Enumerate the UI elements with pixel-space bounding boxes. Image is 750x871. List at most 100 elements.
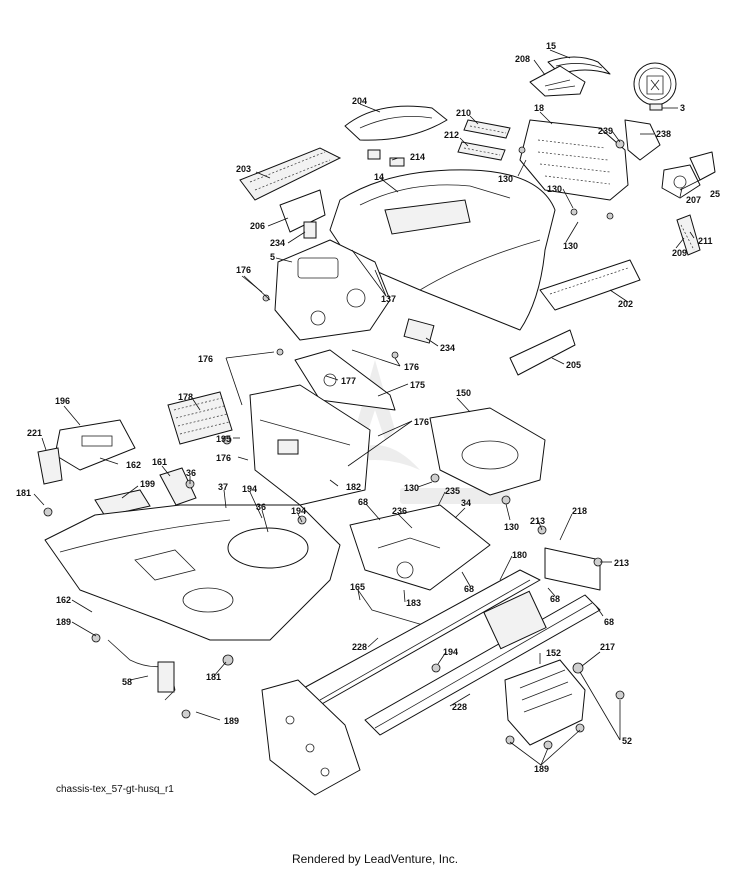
callout-176-c[interactable]: 176: [404, 362, 419, 372]
callout-211[interactable]: 211: [698, 236, 713, 246]
callout-178[interactable]: 178: [178, 392, 193, 402]
callout-212[interactable]: 212: [444, 130, 459, 140]
callout-181-a[interactable]: 181: [16, 488, 31, 498]
part-221-decal[interactable]: [37, 447, 63, 485]
callout-202[interactable]: 202: [618, 299, 633, 309]
callout-234-b[interactable]: 234: [440, 343, 455, 353]
callout-183[interactable]: 183: [406, 598, 421, 608]
callout-36-a[interactable]: 36: [186, 468, 196, 478]
part-152-battery-tray[interactable]: [504, 659, 586, 746]
part-238-headlight-cover[interactable]: [624, 119, 661, 161]
part-207-lens[interactable]: [661, 164, 701, 199]
callout-213-b[interactable]: 213: [614, 558, 629, 568]
callout-130-c[interactable]: 130: [563, 241, 578, 251]
callout-161[interactable]: 161: [152, 457, 167, 467]
part-fender-deck[interactable]: [44, 504, 341, 641]
callout-213-a[interactable]: 213: [530, 516, 545, 526]
callout-177[interactable]: 177: [341, 376, 356, 386]
callout-194-c[interactable]: 194: [443, 647, 458, 657]
callout-194-b[interactable]: 194: [291, 506, 306, 516]
callout-15[interactable]: 15: [546, 41, 556, 51]
callout-68-b[interactable]: 68: [550, 594, 560, 604]
callout-180[interactable]: 180: [512, 550, 527, 560]
part-25-cover[interactable]: [689, 151, 716, 181]
callout-162-b[interactable]: 162: [56, 595, 71, 605]
callout-68-a[interactable]: 68: [358, 497, 368, 507]
callout-130-b[interactable]: 130: [547, 184, 562, 194]
callout-5[interactable]: 5: [270, 252, 275, 262]
part-34-seat-plate[interactable]: [349, 504, 491, 591]
callout-228-a[interactable]: 228: [352, 642, 367, 652]
part-14-hood[interactable]: [329, 169, 556, 331]
part-58-harness[interactable]: [107, 639, 176, 701]
callout-176-e[interactable]: 176: [216, 453, 231, 463]
part-182-console[interactable]: [249, 384, 371, 506]
callout-52[interactable]: 52: [622, 736, 632, 746]
callout-210[interactable]: 210: [456, 108, 471, 118]
callout-18[interactable]: 18: [534, 103, 544, 113]
part-165-rod[interactable]: [357, 589, 441, 631]
part-204-hood-panel[interactable]: [344, 105, 448, 141]
callout-217[interactable]: 217: [600, 642, 615, 652]
callout-194-a[interactable]: 194: [242, 484, 257, 494]
callout-234-a[interactable]: 234: [270, 238, 285, 248]
part-199-cover[interactable]: [94, 489, 151, 517]
callout-14[interactable]: 14: [374, 172, 384, 182]
callout-207[interactable]: 207: [686, 195, 701, 205]
callout-162-a[interactable]: 162: [126, 460, 141, 470]
callout-218[interactable]: 218: [572, 506, 587, 516]
part-frame-center[interactable]: [483, 590, 547, 650]
callout-235[interactable]: 235: [445, 486, 460, 496]
callout-68-d[interactable]: 68: [604, 617, 614, 627]
callout-236[interactable]: 236: [392, 506, 407, 516]
part-202-front-grille-bar[interactable]: [539, 259, 641, 311]
callout-36-b[interactable]: 36: [256, 502, 266, 512]
callout-165[interactable]: 165: [350, 582, 365, 592]
callout-150[interactable]: 150: [456, 388, 471, 398]
part-209-211-grille-inserts[interactable]: [676, 214, 701, 256]
callout-199[interactable]: 199: [140, 479, 155, 489]
callout-209[interactable]: 209: [672, 248, 687, 258]
callout-205[interactable]: 205: [566, 360, 581, 370]
callout-137[interactable]: 137: [381, 294, 396, 304]
callout-189-a[interactable]: 189: [56, 617, 71, 627]
callout-195[interactable]: 195: [216, 434, 231, 444]
callout-239[interactable]: 239: [598, 126, 613, 136]
callout-176-b[interactable]: 176: [198, 354, 213, 364]
part-178-grille-panel[interactable]: [167, 391, 233, 445]
part-196-fuel-cover[interactable]: [54, 419, 136, 471]
part-205-bumper[interactable]: [509, 329, 576, 376]
part-frame-rear-plate[interactable]: [261, 679, 361, 796]
part-18-front-grille[interactable]: [519, 119, 629, 201]
callout-189-b[interactable]: 189: [224, 716, 239, 726]
part-214-clip[interactable]: [367, 149, 405, 167]
callout-238[interactable]: 238: [656, 129, 671, 139]
callout-176-a[interactable]: 176: [236, 265, 251, 275]
callout-221[interactable]: 221: [27, 428, 42, 438]
callout-176-d[interactable]: 176: [414, 417, 429, 427]
part-150-floor-pan[interactable]: [429, 407, 546, 496]
part-210-grille-strip[interactable]: [463, 119, 511, 139]
callout-25[interactable]: 25: [710, 189, 720, 199]
callout-189-c[interactable]: 189: [534, 764, 549, 774]
part-218-bracket[interactable]: [544, 547, 601, 591]
callout-58[interactable]: 58: [122, 677, 132, 687]
part-239-clip[interactable]: [615, 139, 625, 149]
callout-196[interactable]: 196: [55, 396, 70, 406]
callout-214[interactable]: 214: [410, 152, 425, 162]
callout-68-c[interactable]: 68: [464, 584, 474, 594]
callout-182[interactable]: 182: [346, 482, 361, 492]
part-234-label[interactable]: [303, 221, 435, 344]
callout-181-b[interactable]: 181: [206, 672, 221, 682]
part-5-dash-panel[interactable]: [274, 239, 391, 341]
callout-228-b[interactable]: 228: [452, 702, 467, 712]
part-206-bracket[interactable]: [279, 189, 326, 233]
part-161-lever[interactable]: [159, 467, 197, 506]
callout-152[interactable]: 152: [546, 648, 561, 658]
callout-130-a[interactable]: 130: [498, 174, 513, 184]
callout-203[interactable]: 203: [236, 164, 251, 174]
part-3-husqvarna-emblem[interactable]: [633, 62, 677, 111]
callout-130-e[interactable]: 130: [504, 522, 519, 532]
callout-208[interactable]: 208: [515, 54, 530, 64]
callout-37[interactable]: 37: [218, 482, 228, 492]
